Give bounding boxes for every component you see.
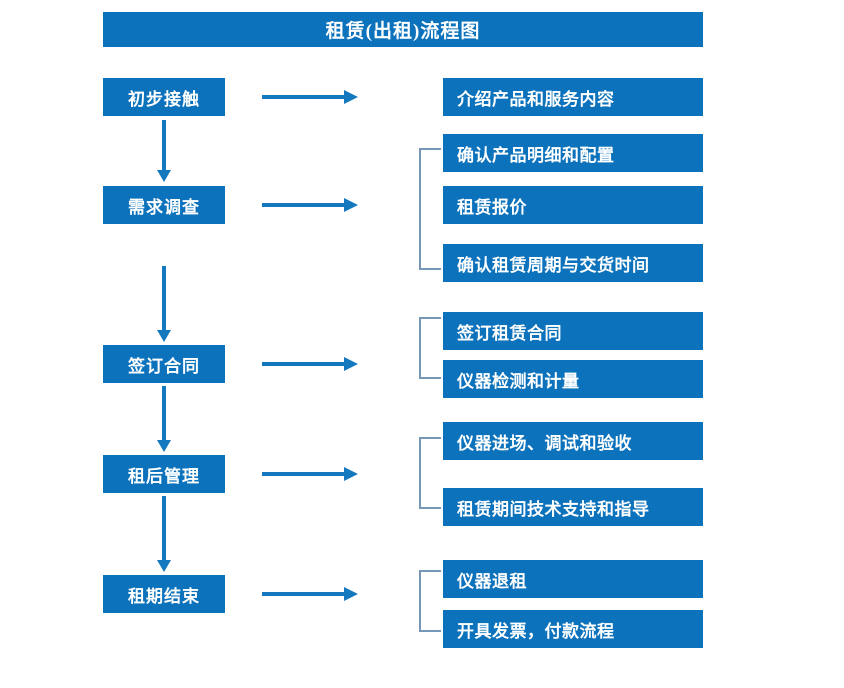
detail-box-rental-quote[interactable]: 租赁报价 <box>443 186 703 224</box>
detail-box-instrument-inspection[interactable]: 仪器检测和计量 <box>443 360 703 398</box>
arrow-shaft <box>262 592 344 596</box>
arrow-head-icon <box>157 560 171 572</box>
arrow-shaft <box>162 386 166 440</box>
group-bracket-post-rental <box>419 437 441 509</box>
down-arrow-1 <box>157 120 171 182</box>
stage-box-rental-end[interactable]: 租期结束 <box>103 575 225 613</box>
stage-box-initial-contact[interactable]: 初步接触 <box>103 78 225 116</box>
down-arrow-4 <box>157 496 171 572</box>
arrow-head-icon <box>344 467 358 481</box>
down-arrow-2 <box>157 266 171 342</box>
arrow-shaft <box>262 95 344 99</box>
arrow-shaft <box>262 362 344 366</box>
arrow-head-icon <box>157 330 171 342</box>
right-arrow-5 <box>262 587 358 601</box>
page-title: 租赁(出租)流程图 <box>103 12 703 47</box>
arrow-head-icon <box>344 587 358 601</box>
arrow-head-icon <box>344 90 358 104</box>
stage-box-sign-contract[interactable]: 签订合同 <box>103 345 225 383</box>
right-arrow-1 <box>262 90 358 104</box>
detail-box-instrument-onsite-commissioning[interactable]: 仪器进场、调试和验收 <box>443 422 703 460</box>
stage-box-demand-survey[interactable]: 需求调查 <box>103 186 225 224</box>
detail-box-invoice-payment[interactable]: 开具发票，付款流程 <box>443 610 703 648</box>
detail-box-confirm-period-delivery[interactable]: 确认租赁周期与交货时间 <box>443 244 703 282</box>
detail-box-introduce-products[interactable]: 介绍产品和服务内容 <box>443 78 703 116</box>
arrow-shaft <box>162 120 166 170</box>
arrow-head-icon <box>157 440 171 452</box>
right-arrow-4 <box>262 467 358 481</box>
arrow-shaft <box>162 496 166 560</box>
stage-box-post-rental-management[interactable]: 租后管理 <box>103 455 225 493</box>
group-bracket-rental-end <box>419 570 441 632</box>
detail-box-instrument-return[interactable]: 仪器退租 <box>443 560 703 598</box>
group-bracket-sign-contract <box>419 317 441 379</box>
right-arrow-2 <box>262 198 358 212</box>
arrow-head-icon <box>157 170 171 182</box>
down-arrow-3 <box>157 386 171 452</box>
detail-box-technical-support[interactable]: 租赁期间技术支持和指导 <box>443 488 703 526</box>
detail-box-confirm-product-specs[interactable]: 确认产品明细和配置 <box>443 134 703 172</box>
arrow-shaft <box>262 472 344 476</box>
right-arrow-3 <box>262 357 358 371</box>
group-bracket-demand-survey <box>419 148 441 270</box>
arrow-shaft <box>162 266 166 330</box>
arrow-shaft <box>262 203 344 207</box>
arrow-head-icon <box>344 198 358 212</box>
arrow-head-icon <box>344 357 358 371</box>
detail-box-sign-rental-contract[interactable]: 签订租赁合同 <box>443 312 703 350</box>
